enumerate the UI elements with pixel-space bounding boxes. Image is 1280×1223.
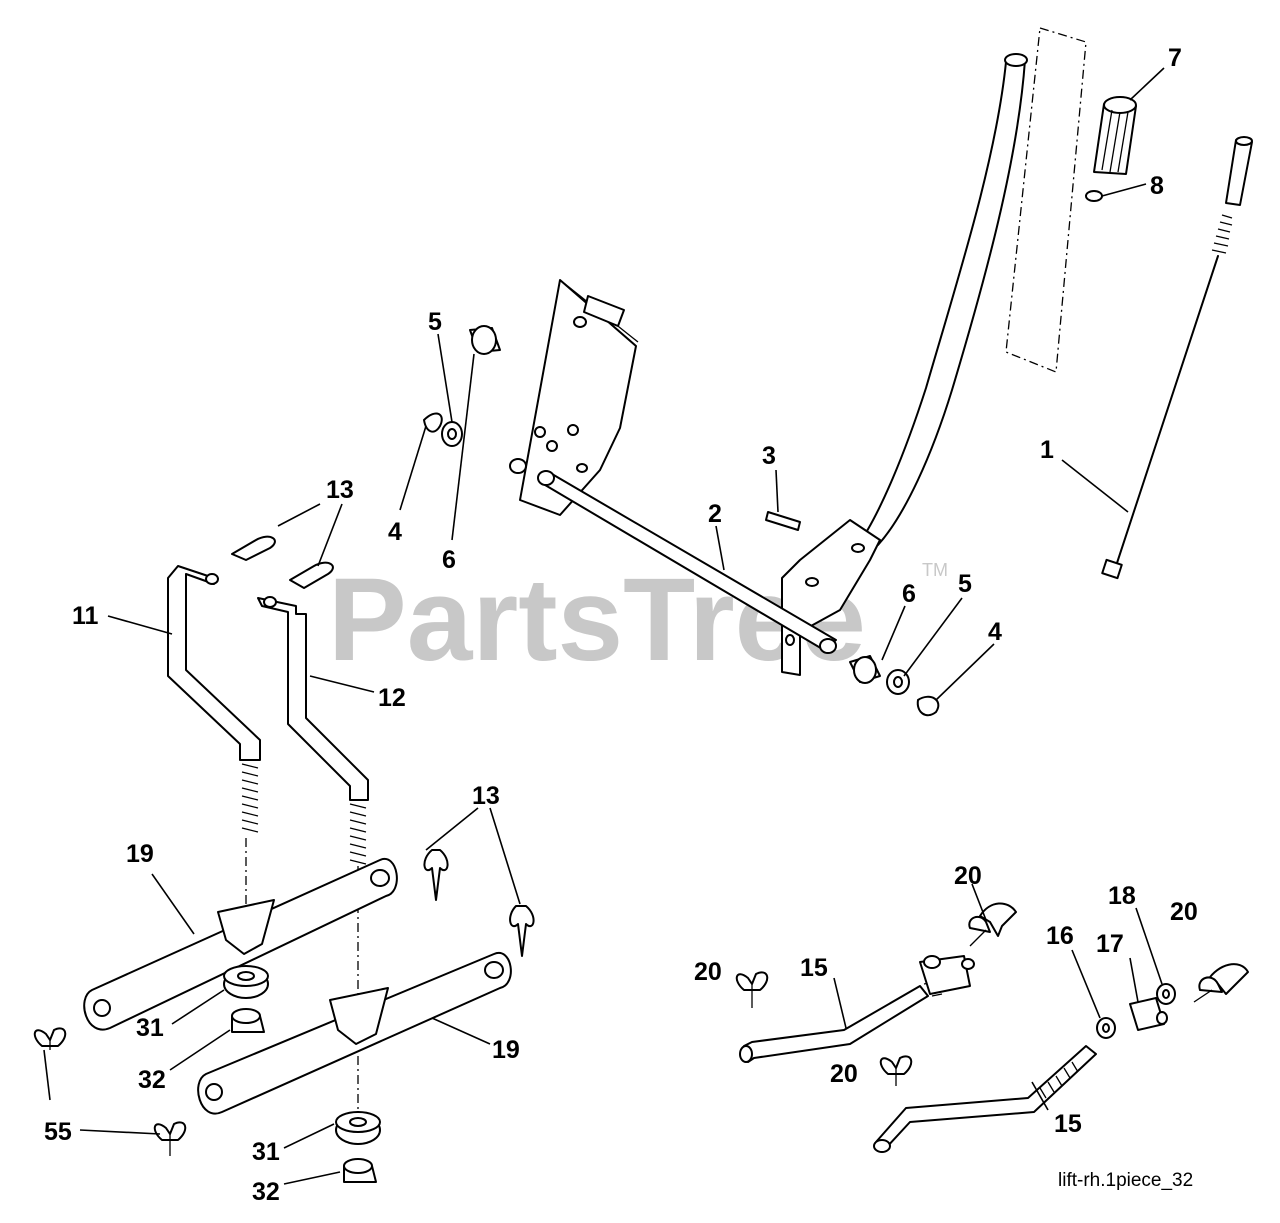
callout-13-lower: 13 xyxy=(472,782,500,810)
leader-lines xyxy=(43,67,1165,1185)
right-clip xyxy=(916,695,940,717)
lower-hair-pin-a xyxy=(423,849,449,901)
lift-arm-upper[interactable] xyxy=(83,858,398,1031)
callout-4-left: 4 xyxy=(388,518,402,546)
callout-17: 17 xyxy=(1096,930,1124,958)
callout-15-upper: 15 xyxy=(800,954,828,982)
hand-grip[interactable] xyxy=(1093,96,1137,175)
callout-4-right: 4 xyxy=(988,618,1002,646)
callout-32-upper: 32 xyxy=(138,1066,166,1094)
callout-12: 12 xyxy=(378,684,406,712)
callout-8: 8 xyxy=(1150,172,1164,200)
block-17 xyxy=(1129,997,1168,1031)
callout-5-left: 5 xyxy=(428,308,442,336)
callout-6-left: 6 xyxy=(442,546,456,574)
callout-15-lower: 15 xyxy=(1054,1110,1082,1138)
nut-lower xyxy=(343,1158,377,1183)
grip-screw xyxy=(1085,190,1103,202)
bow-clip-20b xyxy=(968,902,1017,947)
figure-code: lift-rh.1piece_32 xyxy=(1058,1170,1193,1191)
bow-clip-55b xyxy=(153,1121,187,1156)
left-bushing xyxy=(469,325,501,355)
callout-32-lower: 32 xyxy=(252,1178,280,1206)
callout-16: 16 xyxy=(1046,922,1074,950)
callout-55: 55 xyxy=(44,1118,72,1146)
lower-hair-pin-b xyxy=(509,905,535,957)
bow-clip-55a xyxy=(33,1027,67,1050)
lift-link-left[interactable] xyxy=(167,565,261,833)
bow-clip-20a xyxy=(735,971,769,1008)
callout-11: 11 xyxy=(72,602,99,630)
callout-31-upper: 31 xyxy=(136,1014,164,1042)
phantom-outline xyxy=(1005,27,1087,373)
callout-7: 7 xyxy=(1168,44,1182,72)
upper-hair-pin-b xyxy=(289,561,334,589)
right-washer xyxy=(886,669,910,695)
lift-rod[interactable] xyxy=(1101,136,1253,580)
callout-31-lower: 31 xyxy=(252,1138,280,1166)
lift-lever[interactable] xyxy=(855,53,1028,549)
spacer-upper xyxy=(223,965,269,999)
bow-clip-20c xyxy=(879,1055,913,1086)
callout-20-left: 20 xyxy=(694,958,722,986)
callout-13-upper: 13 xyxy=(326,476,354,504)
adjustment-rod-upper[interactable] xyxy=(739,981,943,1063)
right-bushing xyxy=(849,655,881,684)
mounting-plate xyxy=(519,279,639,516)
cross-shaft[interactable] xyxy=(509,458,837,654)
adjustment-rod-lower[interactable] xyxy=(873,1045,1097,1153)
callout-3: 3 xyxy=(762,442,776,470)
lift-arm-lower[interactable] xyxy=(197,951,512,1115)
lift-link-right[interactable] xyxy=(257,596,369,865)
callout-5-right: 5 xyxy=(958,570,972,598)
callout-19-upper: 19 xyxy=(126,840,154,868)
callout-6-right: 6 xyxy=(902,580,916,608)
spacer-18 xyxy=(1156,983,1176,1005)
callout-18: 18 xyxy=(1108,882,1136,910)
roll-pin xyxy=(765,511,801,531)
callout-2: 2 xyxy=(708,500,722,528)
left-clip xyxy=(423,412,443,433)
upper-hair-pin-a xyxy=(231,535,276,561)
callout-19-lower: 19 xyxy=(492,1036,520,1064)
adjuster-block-upper xyxy=(919,955,975,995)
nut-upper xyxy=(231,1008,265,1033)
spacer-lower xyxy=(335,1111,381,1145)
callout-20-bottom: 20 xyxy=(830,1060,858,1088)
left-washer xyxy=(441,421,463,447)
callout-20-right: 20 xyxy=(1170,898,1198,926)
watermark-trademark: TM xyxy=(922,560,948,580)
bow-clip-20d xyxy=(1193,963,1249,1003)
callout-20-top: 20 xyxy=(954,862,982,890)
washer-16 xyxy=(1096,1017,1116,1039)
callout-1: 1 xyxy=(1040,436,1054,464)
